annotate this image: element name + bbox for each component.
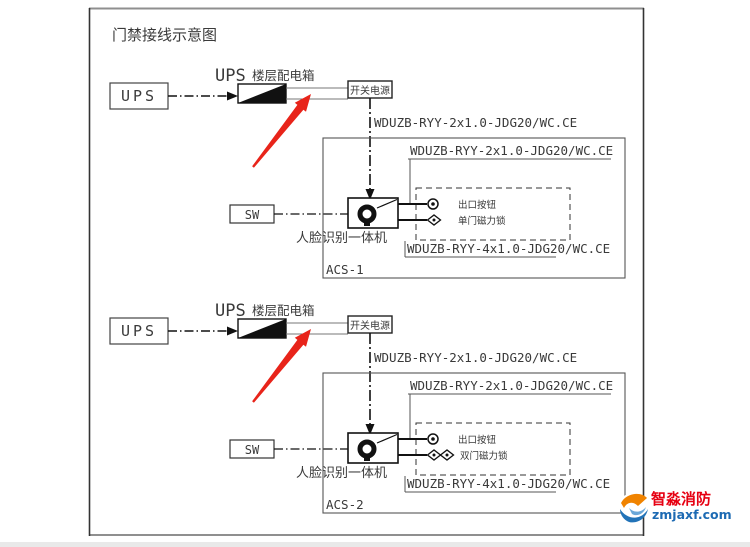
riser-cable-code: WDUZB-RYY-2x1.0-JDG20/WC.CE [374,350,577,365]
distribution-box-symbol [237,83,287,104]
ups-box-label: UPS [121,322,157,340]
distribution-label-cn: 楼层配电箱 [252,68,315,83]
ups-box [109,317,169,345]
exit-button-icon [427,433,439,445]
distribution-label-en: UPS [215,301,246,321]
diagram-title: 门禁接线示意图 [112,26,217,44]
distribution-label-en: UPS [215,66,246,86]
riser-cable-code: WDUZB-RYY-2x1.0-JDG20/WC.CE [374,115,577,130]
inner-bottom-cable-code: WDUZB-RYY-4x1.0-JDG20/WC.CE [407,241,610,256]
inner-top-cable-code: WDUZB-RYY-2x1.0-JDG20/WC.CE [410,378,613,393]
lock-label: 单门磁力锁 [458,215,506,227]
magnetic-lock-icon [426,214,442,226]
inner-top-cable-code: WDUZB-RYY-2x1.0-JDG20/WC.CE [410,143,613,158]
feed-arrowhead-icon [227,326,238,336]
magnetic-lock-icon [426,449,442,461]
red-callout-arrow-icon [252,94,311,168]
watermark: 智淼消防 zmjaxf.com [620,490,732,523]
sw-box-label: SW [245,208,260,222]
acs-zone-label: ACS-1 [326,262,364,277]
red-callout-arrow-icon [252,329,311,403]
exit-button-label: 出口按钮 [458,434,497,446]
exit-button-label: 出口按钮 [458,199,497,211]
drawing-frame [88,7,645,536]
inner-bottom-cable-code: WDUZB-RYY-4x1.0-JDG20/WC.CE [407,476,610,491]
face-recognition-device-symbol [347,197,399,229]
face-recognition-device-symbol [347,432,399,464]
device-label: 人脸识别一体机 [296,231,387,246]
section-acs-1: UPS UPS 楼层配电箱 开关电源 WDUZB-RYY-2x1.0-JDG20… [109,66,626,279]
magnetic-lock-icon-2 [439,449,455,461]
section-acs-2: UPS UPS 楼层配电箱 开关电源 WDUZB-RYY-2x1.0-JDG20… [109,301,626,514]
riser-arrowhead-icon [365,189,375,200]
riser-arrowhead-icon [365,424,375,435]
bottom-edge-strip [0,542,750,547]
lock-label: 双门磁力锁 [460,450,508,462]
ups-box-label: UPS [121,87,157,105]
watermark-brand-text: 智淼消防 [651,490,711,508]
acs-zone-box [322,372,626,514]
psu-box-label: 开关电源 [350,84,390,97]
psu-box-label: 开关电源 [350,319,390,332]
ups-box [109,82,169,110]
field-devices-dashed-box [415,187,571,241]
field-devices-dashed-box [415,422,571,476]
feed-arrowhead-icon [227,91,238,101]
distribution-label-cn: 楼层配电箱 [252,303,315,318]
watermark-logo-icon [620,492,648,523]
sw-box-label: SW [245,443,260,457]
watermark-site-text: zmjaxf.com [652,507,732,522]
exit-button-icon [427,198,439,210]
acs-zone-box [322,137,626,279]
device-label: 人脸识别一体机 [296,466,387,481]
distribution-box-symbol [237,318,287,339]
acs-zone-label: ACS-2 [326,497,364,512]
